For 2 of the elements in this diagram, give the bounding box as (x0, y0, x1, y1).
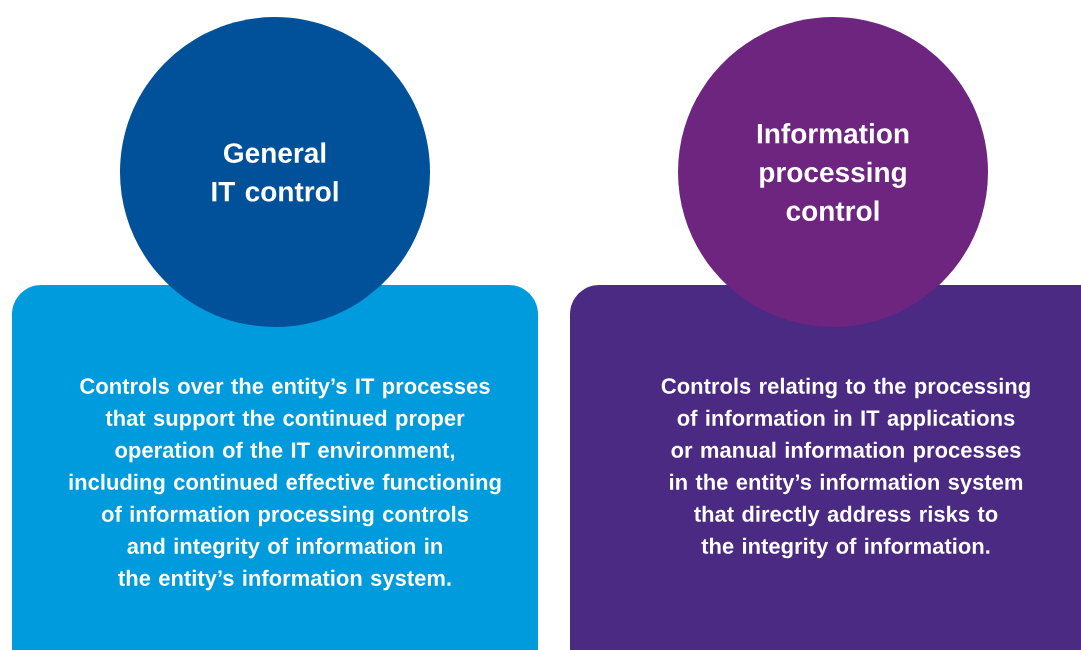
description-box: Controls over the entity’s IT processes that support the continued proper operation of the IT environment, including continued effective functioning of information processing controls and integrity of information in the entity’s information system. (12, 285, 538, 650)
description-box: Controls relating to the processing of information in IT applications or manual information processes in the entity’s information system that directly address risks to the integrity of information. (570, 285, 1081, 650)
